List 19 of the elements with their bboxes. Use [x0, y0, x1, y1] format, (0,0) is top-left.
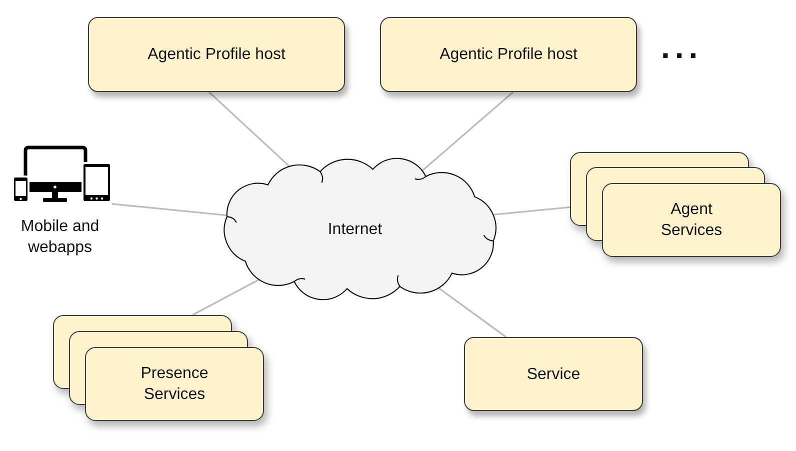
connector-line — [422, 91, 514, 172]
process-box — [464, 337, 643, 411]
node-label: Agentic Profile host — [440, 45, 578, 65]
process-box — [88, 17, 345, 92]
connector-line — [112, 203, 227, 216]
ellipsis-label: ... — [661, 31, 703, 63]
connector-line — [192, 278, 260, 316]
process-box — [380, 17, 637, 92]
node-label: Mobile and webapps — [20, 217, 100, 258]
connector-line — [493, 206, 570, 216]
connector-line — [208, 91, 290, 168]
node-label: Presence Services — [140, 364, 210, 405]
node-label: Agentic Profile host — [148, 45, 286, 65]
connector-line — [438, 287, 506, 338]
node-label: Agent Services — [660, 200, 724, 241]
stacked-service-cards — [570, 152, 782, 258]
node-label: Internet — [328, 220, 382, 240]
stacked-service-cards — [53, 315, 265, 422]
node-label: Service — [526, 364, 580, 384]
